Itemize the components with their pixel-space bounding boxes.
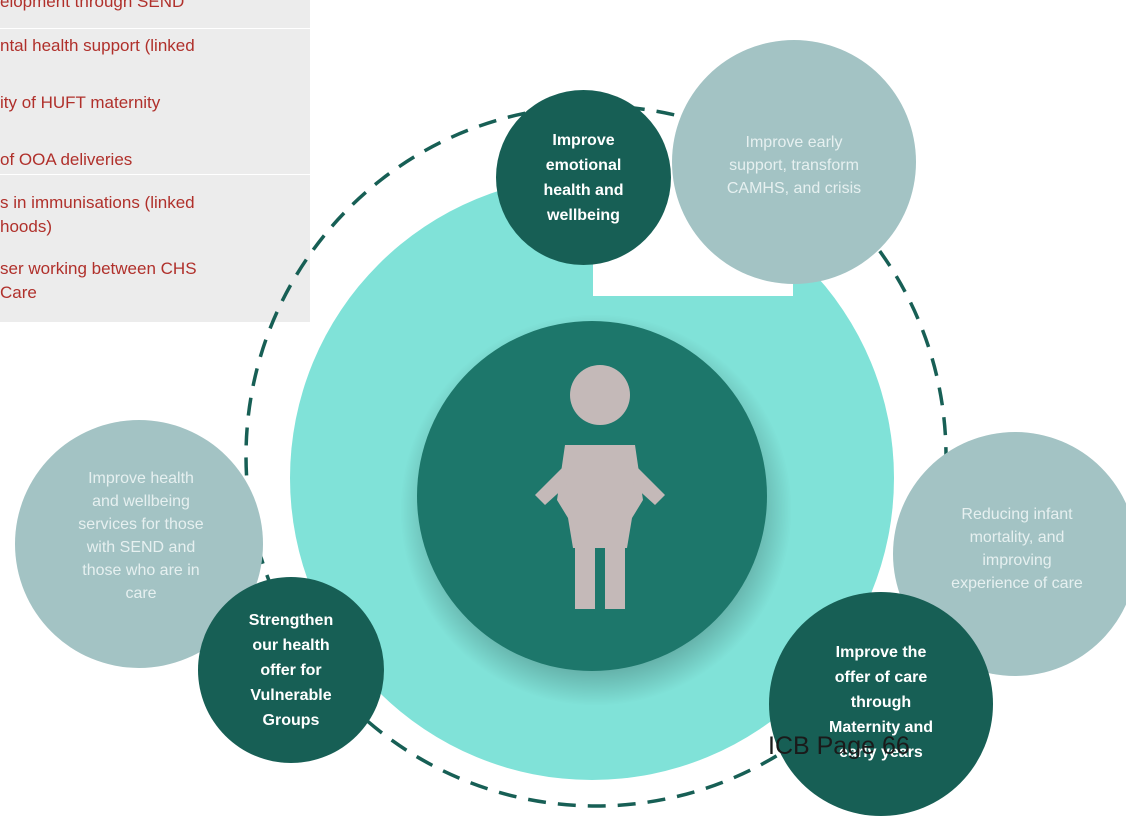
panel-line: ser working between CHS — [0, 259, 197, 278]
panel-line: s in immunisations (linked — [0, 193, 195, 212]
child-figure-icon — [535, 365, 665, 609]
priority-emotional-health: Improve emotional health and wellbeing — [496, 90, 671, 265]
panel-divider — [0, 28, 310, 29]
priority-maternity: Improve the offer of care through Matern… — [769, 592, 993, 816]
page-number-label: ICB Page 66 — [768, 732, 910, 760]
bubble-camhs: Improve early support, transform CAMHS, … — [672, 40, 916, 284]
panel-line: ity of HUFT maternity — [0, 93, 161, 112]
panel-divider — [0, 174, 310, 175]
panel-line: hoods) — [0, 217, 52, 236]
panel-line: of OOA deliveries — [0, 150, 133, 169]
panel-line: Care — [0, 283, 37, 302]
panel-line: elopment through SEND — [0, 0, 185, 11]
priority-text-panel: elopment through SEND ntal health suppor… — [0, 0, 310, 322]
priority-vulnerable-groups: Strengthen our health offer for Vulnerab… — [198, 577, 384, 763]
panel-line: ntal health support (linked — [0, 36, 195, 55]
